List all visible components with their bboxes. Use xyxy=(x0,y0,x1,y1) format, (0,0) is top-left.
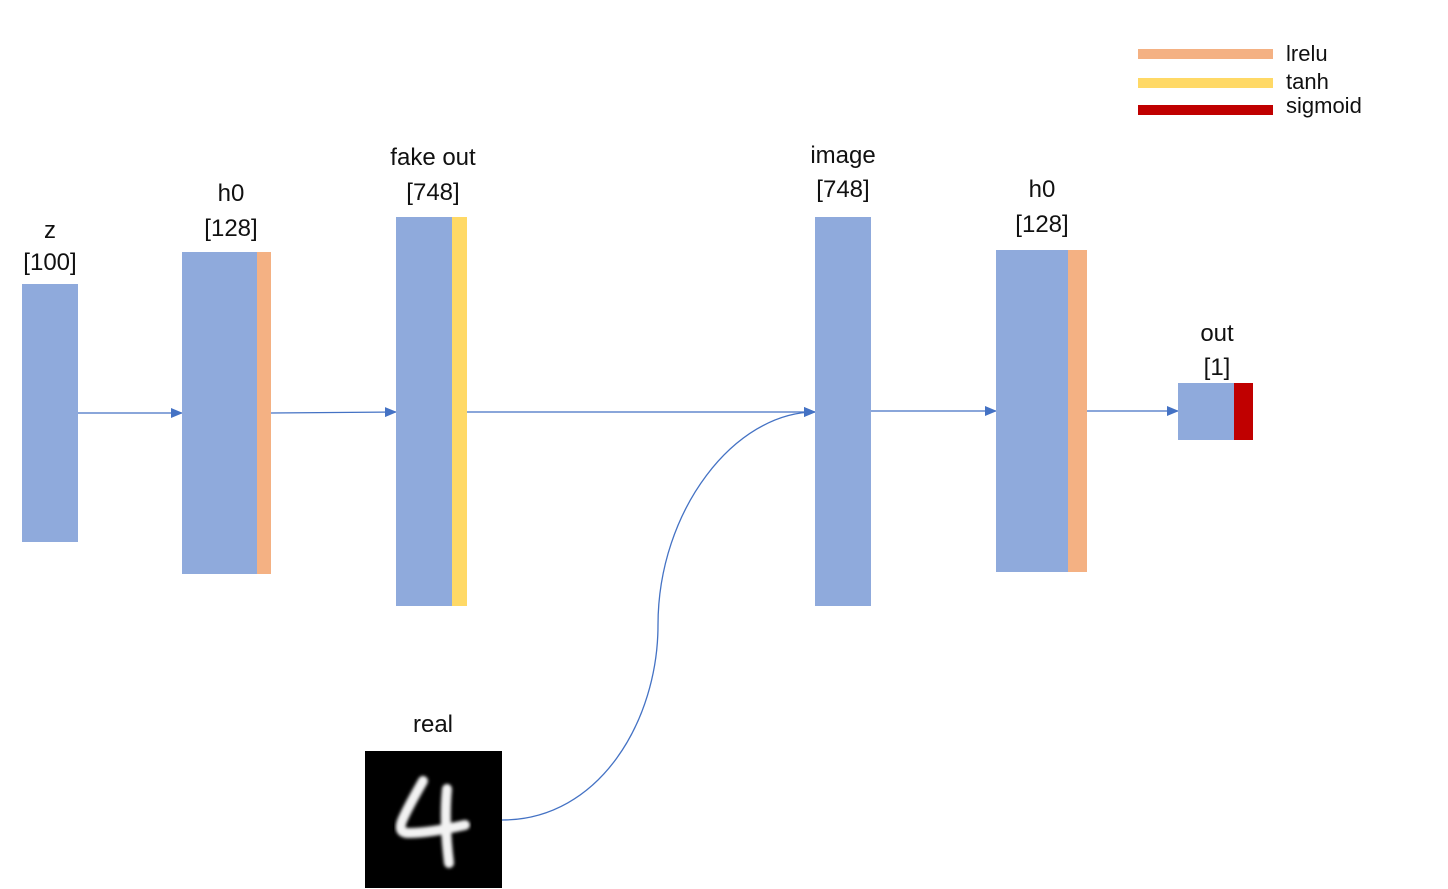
out-sigmoid-activation xyxy=(1234,383,1253,440)
layer-out xyxy=(1178,383,1234,440)
gen-h0-lrelu-activation xyxy=(257,252,271,574)
disc-h0-lrelu-activation xyxy=(1068,250,1087,572)
gen-h0-name-label: h0 xyxy=(218,177,245,211)
out-name-label: out xyxy=(1200,317,1233,351)
disc-h0-size-label: [128] xyxy=(1015,208,1068,242)
z-size-label: [100] xyxy=(23,246,76,280)
arrow-h0-to-fake-out xyxy=(271,412,396,413)
z-name-label: z xyxy=(44,214,56,248)
layer-z xyxy=(22,284,78,542)
image-size-label: [748] xyxy=(816,173,869,207)
layer-disc-h0 xyxy=(996,250,1068,572)
layer-image xyxy=(815,217,871,606)
disc-h0-name-label: h0 xyxy=(1029,173,1056,207)
fake-out-name-label: fake out xyxy=(390,141,475,175)
layer-fake-out xyxy=(396,217,452,606)
out-size-label: [1] xyxy=(1204,351,1231,385)
gen-h0-size-label: [128] xyxy=(204,212,257,246)
fake-out-size-label: [748] xyxy=(406,176,459,210)
real-digit-image xyxy=(365,751,502,888)
fake-out-tanh-activation xyxy=(452,217,467,606)
image-name-label: image xyxy=(810,139,875,173)
arrow-real-to-image xyxy=(502,412,815,820)
handwritten-digit-4-icon xyxy=(365,751,502,888)
layer-gen-h0 xyxy=(182,252,257,574)
real-label: real xyxy=(413,708,453,742)
